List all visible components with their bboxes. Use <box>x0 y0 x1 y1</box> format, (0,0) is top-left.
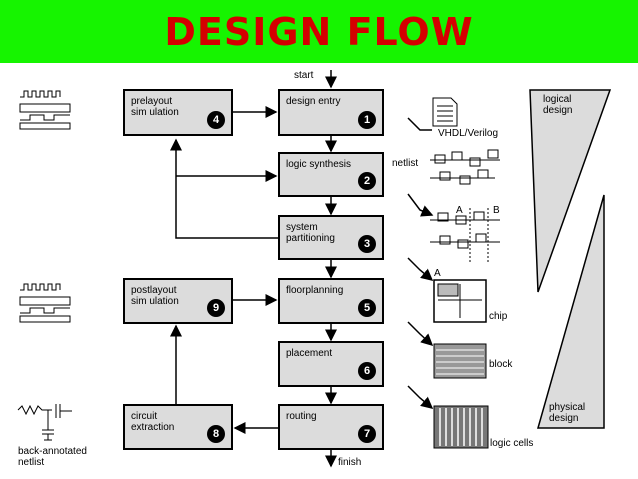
back-annotated-netlist-label: back-annotated netlist <box>18 446 87 468</box>
chip-label: chip <box>489 311 508 322</box>
waveform-icon-bottom <box>19 283 71 323</box>
step-label: prelayout sim ulation <box>131 96 179 118</box>
step-postlayout-simulation: postlayout sim ulation 9 <box>123 278 233 324</box>
physical-design-triangle <box>537 194 605 429</box>
step-label: postlayout sim ulation <box>131 285 179 307</box>
logic-cells-icon <box>433 405 489 449</box>
step-number-badge: 4 <box>207 111 225 129</box>
step-number-badge: 9 <box>207 299 225 317</box>
step-number-badge: 8 <box>207 425 225 443</box>
step-label: floorplanning <box>286 285 344 296</box>
chip-a-label: A <box>434 268 441 279</box>
step-number-badge: 2 <box>358 172 376 190</box>
step-number-badge: 5 <box>358 299 376 317</box>
logic-cells-label: logic cells <box>490 438 534 449</box>
step-number-badge: 7 <box>358 425 376 443</box>
step-label: circuit extraction <box>131 411 175 433</box>
netlist-label: netlist <box>392 158 419 169</box>
title-banner: DESIGN FLOW <box>0 0 638 63</box>
partition-a-label: A <box>456 205 463 216</box>
step-design-entry: design entry 1 <box>278 89 384 136</box>
start-label: start <box>294 70 314 81</box>
step-routing: routing 7 <box>278 404 384 450</box>
vhdl-label: VHDL/Verilog <box>438 128 499 139</box>
physical-design-label: physical design <box>549 402 586 424</box>
rc-network-icon <box>17 404 72 441</box>
step-number-badge: 1 <box>358 111 376 129</box>
finish-label: finish <box>338 457 362 468</box>
step-label: design entry <box>286 96 341 107</box>
step-logic-synthesis: logic synthesis 2 <box>278 152 384 197</box>
partition-b-label: B <box>493 205 500 216</box>
partitioned-gates-icon <box>430 208 500 262</box>
waveform-icon-top <box>19 90 71 130</box>
chip-icon <box>433 279 487 323</box>
block-label: block <box>489 359 513 370</box>
step-prelayout-simulation: prelayout sim ulation 4 <box>123 89 233 136</box>
step-circuit-extraction: circuit extraction 8 <box>123 404 233 450</box>
document-icon <box>432 97 458 127</box>
step-floorplanning: floorplanning 5 <box>278 278 384 324</box>
step-number-badge: 3 <box>358 235 376 253</box>
logical-design-triangle <box>529 89 612 293</box>
step-placement: placement 6 <box>278 341 384 387</box>
page-title: DESIGN FLOW <box>164 9 474 54</box>
step-label: logic synthesis <box>286 159 352 170</box>
step-number-badge: 6 <box>358 362 376 380</box>
netlist-gates-icon <box>430 149 500 185</box>
logical-design-label: logical design <box>543 94 573 116</box>
step-label: placement <box>286 348 333 359</box>
step-label: system partitioning <box>286 222 335 244</box>
block-icon <box>433 343 487 379</box>
step-label: routing <box>286 411 317 422</box>
step-system-partitioning: system partitioning 3 <box>278 215 384 260</box>
